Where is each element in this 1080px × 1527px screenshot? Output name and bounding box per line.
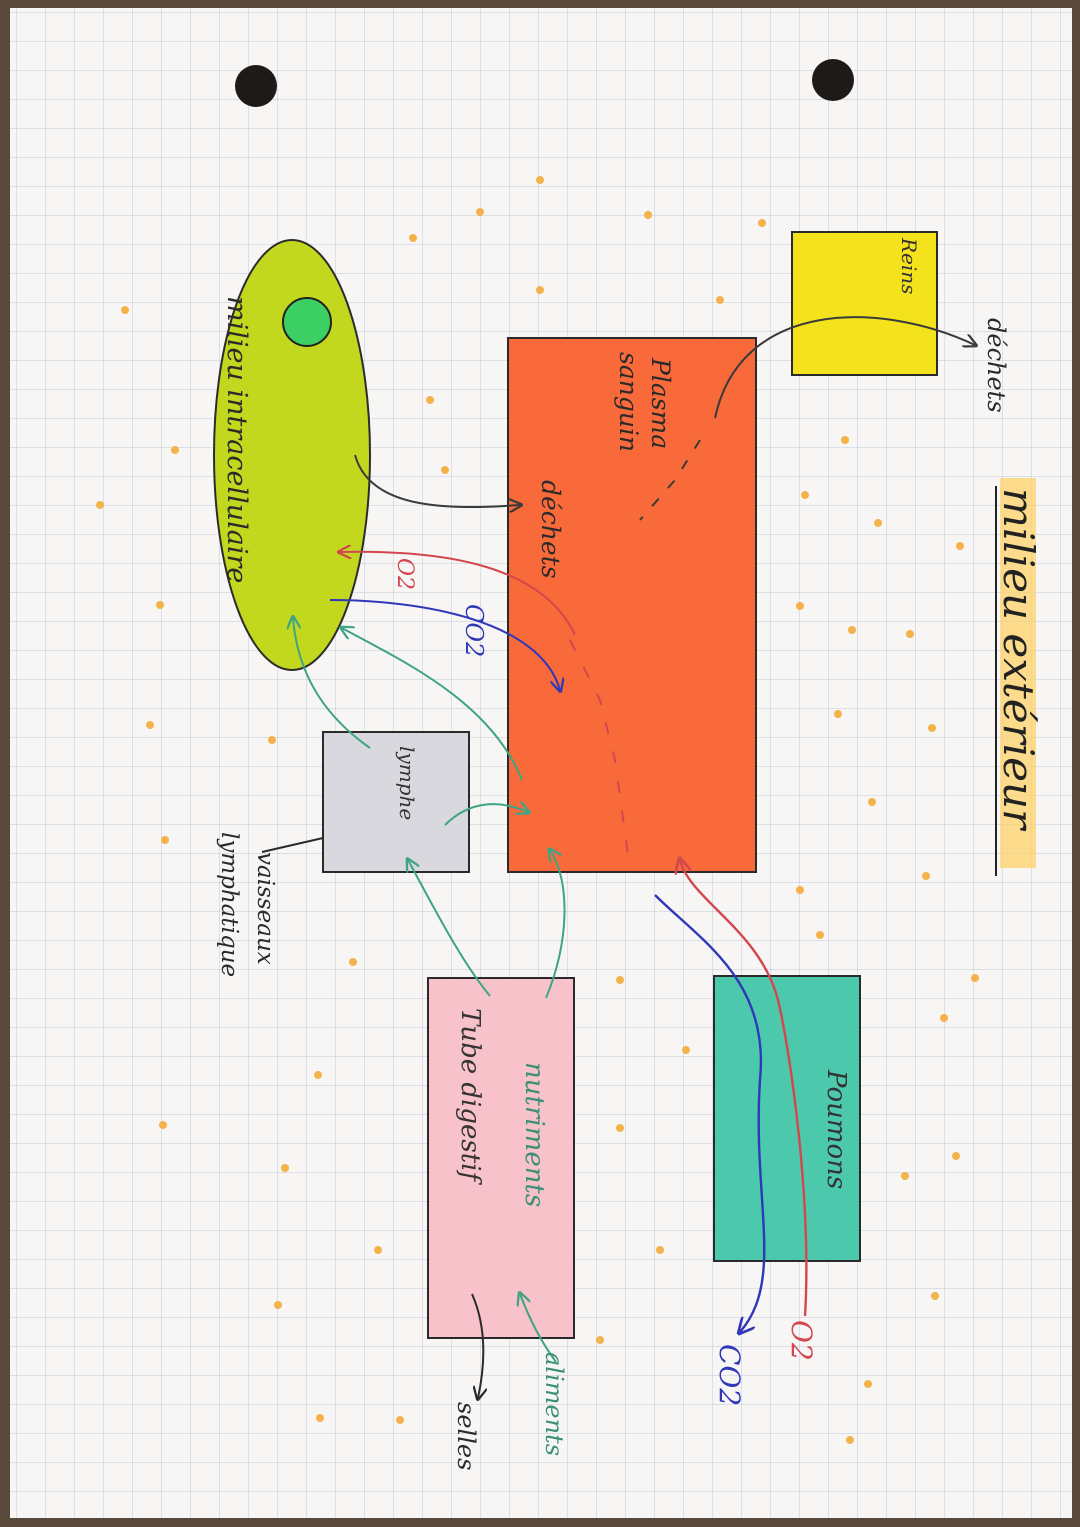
waste-arrow-reins [714, 316, 975, 419]
poumons-label: Poumons [821, 1069, 851, 1189]
co2-out-label: CO2 [713, 1344, 746, 1406]
co2-arrow-from-cell [329, 599, 560, 690]
decorative-dot [161, 836, 169, 844]
o2-arrow-to-cell [340, 552, 576, 636]
selles-arrow [471, 1293, 483, 1398]
plasma-label-2: sanguin [614, 352, 643, 452]
decorative-dot [906, 630, 914, 638]
decorative-dot [616, 976, 624, 984]
decorative-dot [971, 974, 979, 982]
lymph-arrow-to-plasma [444, 804, 528, 826]
decorative-dot [922, 872, 930, 880]
decorative-dot [644, 211, 652, 219]
decorative-dot [841, 436, 849, 444]
decorative-dot [316, 1414, 324, 1422]
decorative-dot [758, 219, 766, 227]
dechets-out-label: déchets [982, 318, 1010, 413]
decorative-dot [931, 1292, 939, 1300]
binder-hole [812, 59, 854, 101]
reins-label: Reins [897, 237, 921, 294]
decorative-dot [96, 501, 104, 509]
nutri-arrow-to-lymphe [408, 860, 491, 997]
decorative-dot [171, 446, 179, 454]
decorative-dot [596, 1336, 604, 1344]
decorative-dot [796, 886, 804, 894]
o2-arrow-in [680, 860, 808, 1317]
co2-dashed-plasma [569, 639, 631, 871]
plasma-label-1: Plasma [646, 357, 675, 449]
co2-cell-label: CO2 [460, 604, 488, 657]
reins-box [791, 231, 938, 376]
cell [213, 239, 371, 671]
decorative-dot [874, 519, 882, 527]
decorative-dot [314, 1071, 322, 1079]
decorative-dot [159, 1121, 167, 1129]
decorative-dot [864, 1380, 872, 1388]
decorative-dots [96, 176, 979, 1444]
tube-digestif-label: Tube digestif [455, 1008, 485, 1185]
decorative-dot [956, 542, 964, 550]
decorative-dot [848, 626, 856, 634]
nutriments-label: nutriments [519, 1062, 549, 1207]
lymphe-label: lymphe [395, 746, 419, 820]
decorative-dot [476, 208, 484, 216]
decorative-dot [409, 234, 417, 242]
decorative-dot [374, 1246, 382, 1254]
decorative-dot [952, 1152, 960, 1160]
dechets-inside-label: déchets [536, 480, 565, 579]
poumons-box [713, 975, 861, 1262]
decorative-dot [901, 1172, 909, 1180]
cell-label: milieu intracellulaire [221, 296, 252, 583]
o2-cell-label: O2 [392, 558, 417, 590]
decorative-dot [846, 1436, 854, 1444]
nucleus [282, 297, 332, 347]
decorative-dot [616, 1124, 624, 1132]
selles-label: selles [452, 1402, 480, 1470]
decorative-dot [716, 296, 724, 304]
decorative-dot [801, 491, 809, 499]
nutri-arrow-to-plasma [545, 850, 566, 999]
lymph-arrow-to-cell [293, 618, 371, 749]
decorative-dot [868, 798, 876, 806]
vaisseau-leader [261, 837, 324, 853]
title: milieu extérieur [994, 488, 1043, 832]
decorative-dot [940, 1014, 948, 1022]
co2-arrow-out [654, 894, 766, 1332]
waste-arrow-cell [354, 454, 520, 507]
vaisseau-label-2: lymphatique [216, 832, 242, 977]
decorative-dot [536, 286, 544, 294]
decorative-dot [834, 710, 842, 718]
lymphe-box [322, 731, 470, 873]
aliments-arrow [520, 1294, 557, 1363]
decorative-dot [682, 1046, 690, 1054]
aliments-label: aliments [540, 1352, 568, 1456]
decorative-dot [349, 958, 357, 966]
decorative-dot [441, 466, 449, 474]
decorative-dot [146, 721, 154, 729]
tube-digestif-box [427, 977, 575, 1339]
decorative-dot [536, 176, 544, 184]
decorative-dot [121, 306, 129, 314]
nutrient-arrow-to-cell [342, 628, 523, 781]
decorative-dot [816, 931, 824, 939]
vaisseau-label-1: vaisseaux [252, 852, 278, 965]
decorative-dot [281, 1164, 289, 1172]
title-highlight [1000, 478, 1036, 868]
decorative-dot [156, 601, 164, 609]
decorative-dot [796, 602, 804, 610]
decorative-dot [656, 1246, 664, 1254]
decorative-dot [928, 724, 936, 732]
decorative-dot [396, 1416, 404, 1424]
decorative-dot [274, 1301, 282, 1309]
o2-in-label: O2 [785, 1320, 818, 1361]
decorative-dot [268, 736, 276, 744]
decorative-dot [426, 396, 434, 404]
binder-hole [235, 65, 277, 107]
plasma-box [507, 337, 757, 873]
